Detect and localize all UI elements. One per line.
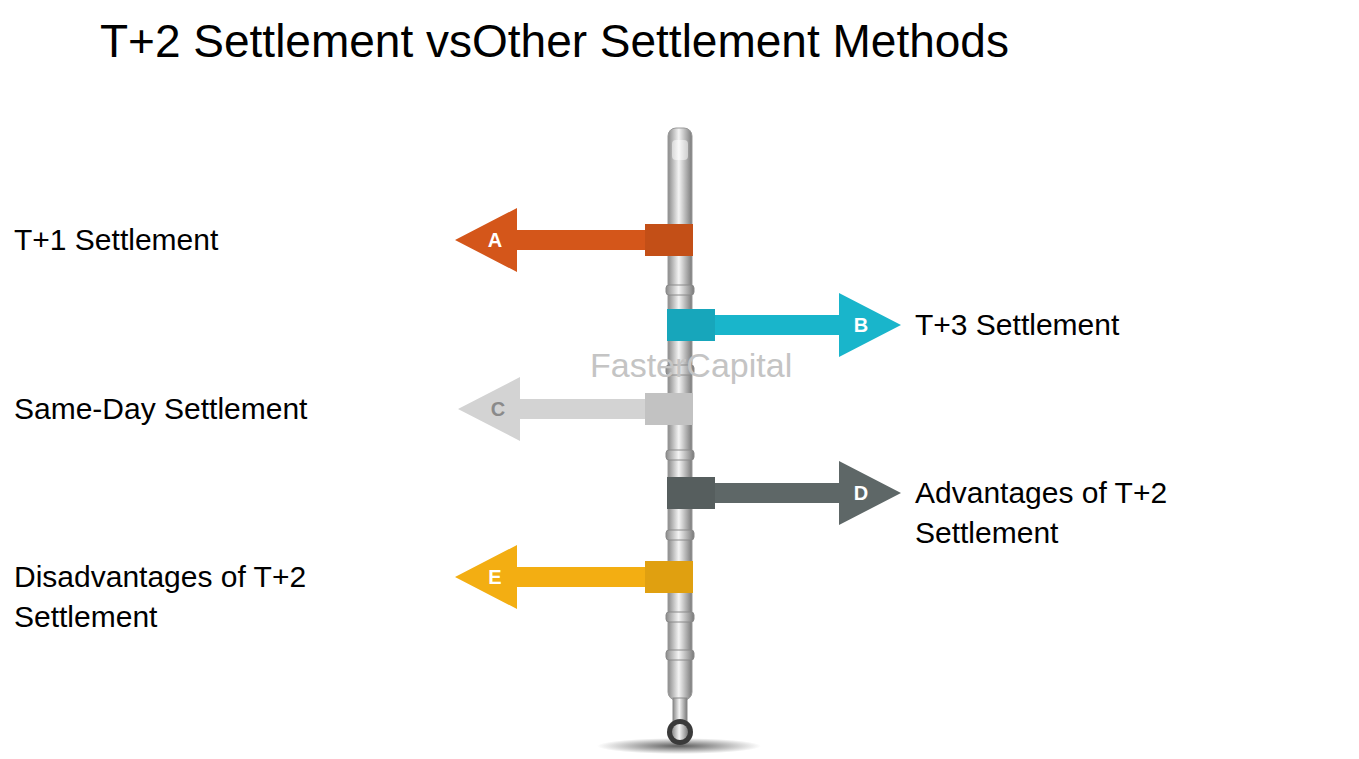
arrow-letter: E <box>488 567 501 587</box>
arrow-letter: D <box>854 483 868 503</box>
side-label: Disadvantages of T+2 Settlement <box>14 557 354 637</box>
arrow-letter: B <box>854 315 868 335</box>
arrow-node: DAdvantages of T+2 Settlement <box>667 461 901 525</box>
arrow-node: AT+1 Settlement <box>455 208 693 272</box>
watermark: FasterCapital <box>590 346 792 385</box>
side-label: Same-Day Settlement <box>14 389 354 429</box>
side-label: Advantages of T+2 Settlement <box>915 473 1255 553</box>
title: T+2 Settlement vsOther Settlement Method… <box>100 14 1009 68</box>
arrow-node: EDisadvantages of T+2 Settlement <box>455 545 693 609</box>
arrow-node: CSame-Day Settlement <box>458 377 693 441</box>
arrow-letter: A <box>488 230 502 250</box>
side-label: T+3 Settlement <box>915 305 1255 345</box>
arrow-letter: C <box>491 399 505 419</box>
side-label: T+1 Settlement <box>14 220 354 260</box>
